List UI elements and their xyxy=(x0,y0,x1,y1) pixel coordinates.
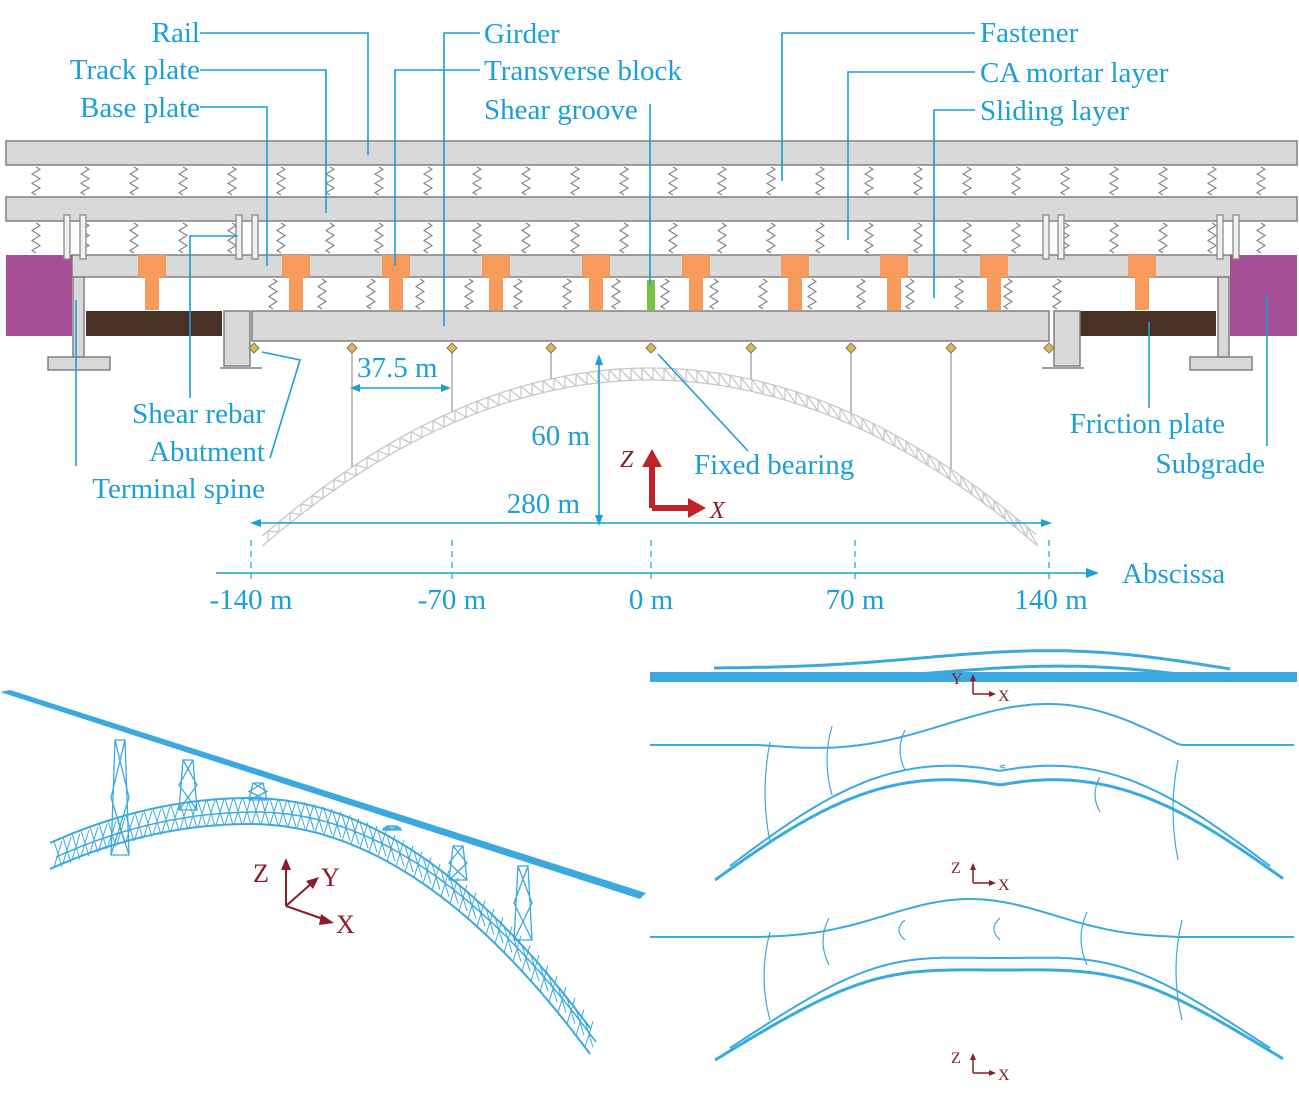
three-d-arch-truss xyxy=(0,690,646,1055)
axis-tick-label: -140 m xyxy=(210,584,293,616)
coordinate-label-y: Y xyxy=(321,863,340,892)
abutment-left xyxy=(220,310,262,369)
mode-shape-elevation-2 xyxy=(650,898,1294,1062)
dimension-rise: 60 m xyxy=(531,420,590,452)
label-fastener: Fastener xyxy=(980,17,1079,49)
coordinate-axes-small-icon xyxy=(970,674,996,1076)
label-girder: Girder xyxy=(484,18,560,50)
mode-shapes: Y X Z X Z X xyxy=(650,649,1297,1084)
label-sliding-layer: Sliding layer xyxy=(980,95,1129,127)
label-friction-plate: Friction plate xyxy=(1070,408,1225,440)
terminal-spine-left xyxy=(47,276,111,371)
bearings xyxy=(248,342,1055,354)
three-d-model: Z Y X xyxy=(0,690,646,1055)
terminal-spine-right xyxy=(1189,276,1253,371)
label-track-plate: Track plate xyxy=(70,54,200,86)
axis-tick-label: -70 m xyxy=(418,584,487,616)
label-base-plate: Base plate xyxy=(80,92,200,124)
mode-shape-elevation-1 xyxy=(650,703,1294,882)
coordinate-label-z: Z xyxy=(951,860,961,877)
shear-rebars xyxy=(63,214,1240,260)
track-plate-bar xyxy=(5,196,1298,222)
subgrade-block-right xyxy=(1230,255,1297,336)
subgrade-block-left xyxy=(6,255,72,336)
dimension-spacing: 37.5 m xyxy=(357,352,438,384)
coordinate-label-x: X xyxy=(998,877,1010,894)
abscissa-axis xyxy=(216,540,1099,583)
coordinate-label-x: X xyxy=(709,498,726,524)
label-ca-mortar-layer: CA mortar layer xyxy=(980,57,1169,89)
label-transverse-block: Transverse block xyxy=(484,55,682,87)
coordinate-label-y: Y xyxy=(951,671,963,688)
girder-bar xyxy=(251,310,1050,342)
rail-bar xyxy=(5,140,1298,166)
leader-lines xyxy=(75,32,1268,466)
label-abutment: Abutment xyxy=(149,436,265,468)
label-shear-rebar: Shear rebar xyxy=(132,398,265,430)
coordinate-axes-icon xyxy=(642,449,706,518)
friction-plate-right xyxy=(1080,311,1216,336)
label-shear-groove: Shear groove xyxy=(484,94,638,126)
shear-groove xyxy=(647,280,655,310)
label-rail: Rail xyxy=(152,17,200,49)
friction-plate-left xyxy=(86,311,222,336)
label-subgrade: Subgrade xyxy=(1155,448,1265,480)
abutment-right xyxy=(1042,310,1084,369)
label-terminal-spine: Terminal spine xyxy=(92,473,265,505)
dimension-lines xyxy=(250,354,1052,527)
coordinate-label-z: Z xyxy=(620,447,634,473)
label-fixed-bearing: Fixed bearing xyxy=(694,449,854,481)
coordinate-axes-3d-icon xyxy=(281,858,334,925)
elevation-drawing: Rail Track plate Base plate Girder Trans… xyxy=(5,17,1298,616)
arch-truss-elevation xyxy=(261,348,1039,547)
axis-tick-label: 0 m xyxy=(629,584,674,616)
axis-title-abscissa: Abscissa xyxy=(1122,558,1225,590)
axis-tick-label: 70 m xyxy=(826,584,885,616)
dimension-span: 280 m xyxy=(507,488,581,520)
coordinate-label-z: Z xyxy=(253,859,269,888)
coordinate-label-x: X xyxy=(336,910,355,939)
coordinate-label-x: X xyxy=(998,1067,1010,1084)
axis-tick-label: 140 m xyxy=(1014,584,1088,616)
transverse-blocks xyxy=(138,255,1156,310)
coordinate-label-x: X xyxy=(998,688,1010,705)
coordinate-label-z: Z xyxy=(951,1050,961,1067)
